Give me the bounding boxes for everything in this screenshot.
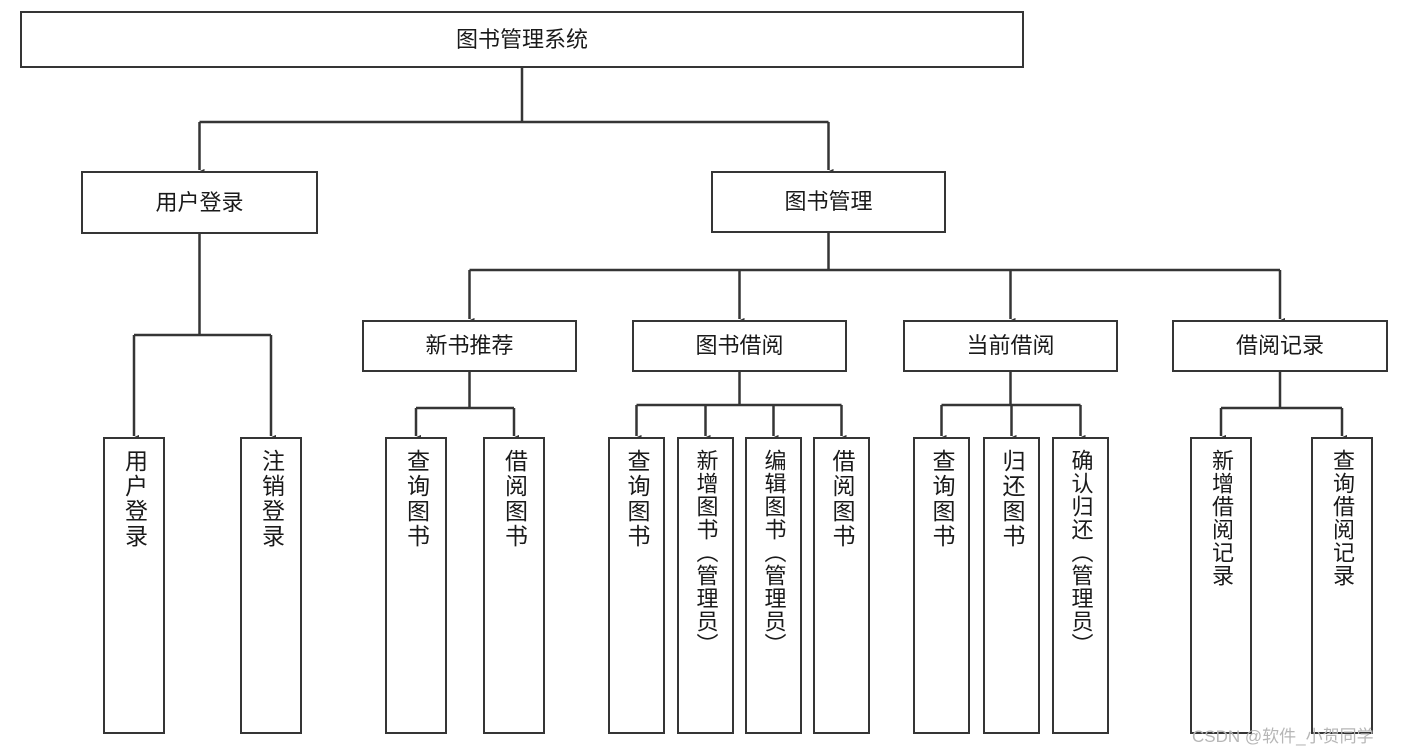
node-label: 图书管理	[784, 189, 873, 215]
node-leaf-user-logout[interactable]: 注销登录	[240, 437, 302, 734]
node-label: 借阅图书	[501, 449, 528, 549]
node-current-borrow[interactable]: 当前借阅	[903, 320, 1118, 372]
node-label: 查询图书	[624, 449, 650, 549]
node-label: 新增借阅记录	[1209, 449, 1234, 587]
node-label: 用户登录	[121, 449, 148, 549]
node-label: 查询图书	[403, 449, 430, 549]
node-label: 查询图书	[929, 449, 955, 549]
node-leaf-add-book[interactable]: 新增图书（管理员）	[677, 437, 734, 734]
node-label: 图书借阅	[695, 333, 784, 359]
node-leaf-confirm-return[interactable]: 确认归还（管理员）	[1052, 437, 1109, 734]
node-leaf-return-book[interactable]: 归还图书	[983, 437, 1040, 734]
node-label: 确认归还（管理员）	[1068, 449, 1094, 656]
node-label: 查询借阅记录	[1330, 449, 1355, 587]
node-leaf-query-book-3[interactable]: 查询图书	[913, 437, 970, 734]
node-root[interactable]: 图书管理系统	[20, 11, 1024, 68]
node-label: 用户登录	[155, 189, 244, 215]
node-book-manage[interactable]: 图书管理	[711, 171, 946, 233]
node-leaf-add-record[interactable]: 新增借阅记录	[1190, 437, 1252, 734]
node-label: 新增图书（管理员）	[693, 449, 719, 656]
node-new-book-rec[interactable]: 新书推荐	[362, 320, 577, 372]
node-leaf-query-book-1[interactable]: 查询图书	[385, 437, 447, 734]
node-leaf-query-book-2[interactable]: 查询图书	[608, 437, 665, 734]
node-leaf-query-record[interactable]: 查询借阅记录	[1311, 437, 1373, 734]
node-borrow-record[interactable]: 借阅记录	[1172, 320, 1388, 372]
node-book-borrow[interactable]: 图书借阅	[632, 320, 847, 372]
node-label: 当前借阅	[966, 333, 1055, 359]
node-leaf-borrow-book-2[interactable]: 借阅图书	[813, 437, 870, 734]
node-user-login[interactable]: 用户登录	[81, 171, 318, 234]
node-label: 借阅记录	[1235, 333, 1324, 359]
connector-lines	[128, 68, 1348, 445]
node-leaf-edit-book[interactable]: 编辑图书（管理员）	[745, 437, 802, 734]
node-leaf-borrow-book-1[interactable]: 借阅图书	[483, 437, 545, 734]
node-label: 编辑图书（管理员）	[761, 449, 787, 656]
node-label: 新书推荐	[425, 333, 514, 359]
node-leaf-user-login[interactable]: 用户登录	[103, 437, 165, 734]
node-label: 注销登录	[258, 449, 285, 549]
node-label: 归还图书	[999, 449, 1025, 549]
node-label: 图书管理系统	[455, 26, 588, 52]
node-label: 借阅图书	[829, 449, 855, 549]
